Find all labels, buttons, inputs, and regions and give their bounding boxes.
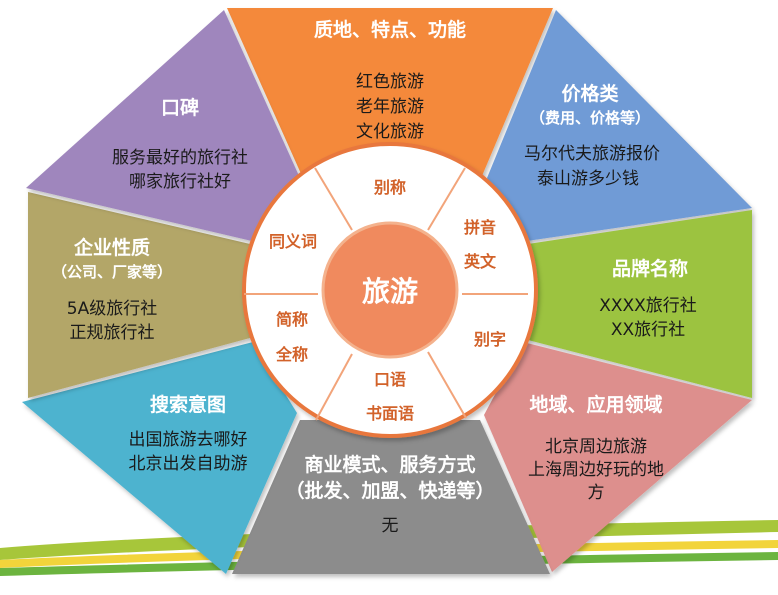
ring-label-bottom-2: 书面语 [366, 404, 414, 423]
center-circle [321, 221, 459, 359]
center-label: 旅游 [362, 275, 418, 308]
segment-top-right-line-1: 马尔代夫旅游报价 [524, 144, 660, 164]
segment-bottom-subtitle: （批发、加盟、快递等） [285, 479, 494, 502]
segment-top-left-line-2: 哪家旅行社好 [129, 172, 231, 192]
segment-bottom-right-line-2: 上海周边好玩的地 [528, 460, 664, 480]
segment-left-subtitle: （公司、厂家等） [52, 263, 172, 281]
segment-top-title: 质地、特点、功能 [314, 18, 466, 41]
segment-bottom-left-bg [22, 342, 297, 574]
segment-bottom-right-bg [484, 342, 752, 572]
segment-top-line-1: 红色旅游 [356, 72, 424, 92]
ring-dividers [244, 167, 528, 421]
segment-bottom-title: 商业模式、服务方式 [304, 453, 475, 476]
segment-top-right-bg [487, 10, 752, 241]
segment-bottom-bg [232, 420, 550, 574]
segment-bottom-left-title: 搜索意图 [150, 393, 226, 416]
segment-right-line-2: XX旅行社 [611, 320, 685, 340]
segment-bottom-left-line-2: 北京出发自助游 [129, 454, 248, 474]
segment-top-bg [227, 8, 553, 176]
segment-right-line-1: XXXX旅行社 [599, 296, 697, 316]
segment-left-line-1: 5A级旅行社 [67, 299, 157, 319]
segment-left-line-2: 正规旅行社 [70, 323, 155, 343]
segment-top-line-2: 老年旅游 [356, 97, 424, 117]
segment-left-title: 企业性质 [73, 236, 150, 259]
segment-right-title: 品牌名称 [612, 257, 688, 280]
segment-top-left-line-1: 服务最好的旅行社 [112, 148, 248, 168]
segment-top-left-bg [26, 10, 300, 242]
ring-label-top-right-2: 英文 [463, 252, 497, 271]
ring-label-top: 别称 [373, 178, 406, 197]
ring-label-left: 同义词 [269, 232, 317, 251]
ring-label-bottom-left-2: 全称 [275, 345, 308, 364]
segment-bottom-right-title: 地域、应用领域 [529, 393, 662, 416]
segment-bottom-right-line-1: 北京周边旅游 [545, 437, 647, 457]
segment-right-bg [528, 210, 752, 398]
ring-label-right: 别字 [473, 330, 506, 349]
segment-left-bg [28, 192, 250, 398]
segment-top-line-3: 文化旅游 [356, 122, 424, 142]
ring-label-bottom-1: 口语 [374, 370, 406, 389]
segment-top-left-title: 口碑 [161, 96, 199, 119]
segment-top-right-subtitle: （费用、价格等） [530, 109, 650, 127]
segment-bottom-left-line-1: 出国旅游去哪好 [129, 430, 248, 450]
segment-top-right-line-2: 泰山游多少钱 [537, 169, 639, 189]
segment-bottom-line-1: 无 [382, 516, 399, 536]
segment-bottom-right-line-3: 方 [588, 483, 605, 503]
ring-label-bottom-left-1: 简称 [276, 310, 308, 329]
ring-label-top-right-1: 拼音 [464, 218, 496, 237]
segment-top-right-title: 价格类 [561, 82, 618, 105]
